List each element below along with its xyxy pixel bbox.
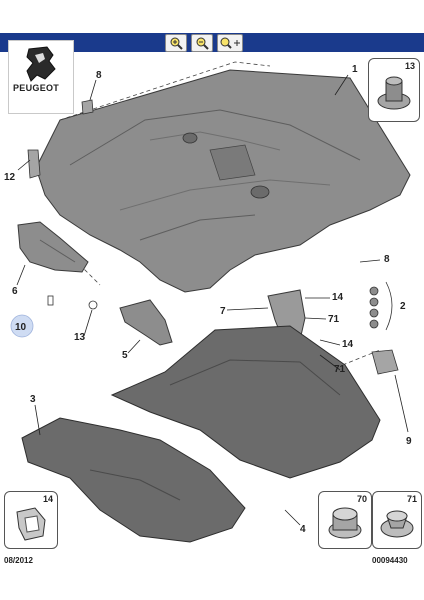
footer-reference: 00094430	[372, 556, 408, 565]
callout-10: 10	[15, 322, 27, 333]
callout-2: 2	[400, 301, 406, 312]
inset-71-label: 71	[406, 494, 417, 504]
callout-12: 12	[4, 172, 16, 183]
zoom-out-button[interactable]	[191, 34, 213, 52]
clip-part-8-upper	[81, 99, 94, 115]
lion-emblem	[26, 46, 56, 82]
callout-8-upper: 8	[96, 70, 102, 81]
brand-logo	[8, 40, 74, 114]
inset-part-13[interactable]: 13	[368, 58, 420, 122]
callout-5: 5	[122, 350, 128, 361]
callout-6: 6	[12, 286, 18, 297]
callout-9: 9	[406, 436, 412, 447]
zoom-toolbar	[165, 34, 243, 52]
callout-7: 7	[220, 306, 226, 317]
callout-14-upper: 14	[332, 292, 344, 303]
floor-mat-front	[21, 417, 246, 543]
inset-13-label: 13	[404, 61, 415, 71]
inset-part-14[interactable]: 14	[4, 491, 58, 549]
callout-71-upper: 71	[328, 314, 340, 325]
pin-part-10	[47, 295, 54, 306]
leader-lines	[16, 74, 409, 526]
footer-date: 08/2012	[4, 556, 33, 565]
nut-icon	[328, 507, 362, 539]
callout-10-highlight	[10, 314, 34, 338]
inset-part-70[interactable]: 70	[318, 491, 372, 549]
clip-part-9	[371, 349, 399, 375]
callout-13: 13	[74, 332, 86, 343]
grommet-icon	[377, 76, 411, 110]
bracket-part-12	[27, 149, 41, 179]
inset-70-label: 70	[356, 494, 367, 504]
zoom-in-button[interactable]	[165, 34, 187, 52]
washer-part-13	[88, 300, 98, 310]
callout-1: 1	[352, 64, 358, 75]
callout-4: 4	[300, 524, 306, 535]
fastener-icon	[380, 510, 414, 538]
zoom-in-icon	[170, 37, 183, 50]
inset-part-71[interactable]: 71	[372, 491, 422, 549]
brand-name: PEUGEOT	[13, 83, 60, 93]
callout-8-right: 8	[384, 254, 390, 265]
inset-14-label: 14	[42, 494, 53, 504]
zoom-pan-icon	[220, 37, 240, 49]
callout-3: 3	[30, 394, 36, 405]
zoom-pan-button[interactable]	[217, 34, 243, 52]
clip-icon	[16, 507, 46, 541]
callout-71-lower: 71	[334, 364, 346, 375]
fastener-stack-part-2	[369, 281, 393, 331]
side-panel-left	[17, 221, 89, 273]
panel-part-5	[119, 299, 173, 346]
callout-14-lower: 14	[342, 339, 354, 350]
floor-mat-rear	[110, 325, 381, 479]
zoom-out-icon	[196, 37, 209, 50]
floor-carpet-upper	[35, 69, 411, 293]
